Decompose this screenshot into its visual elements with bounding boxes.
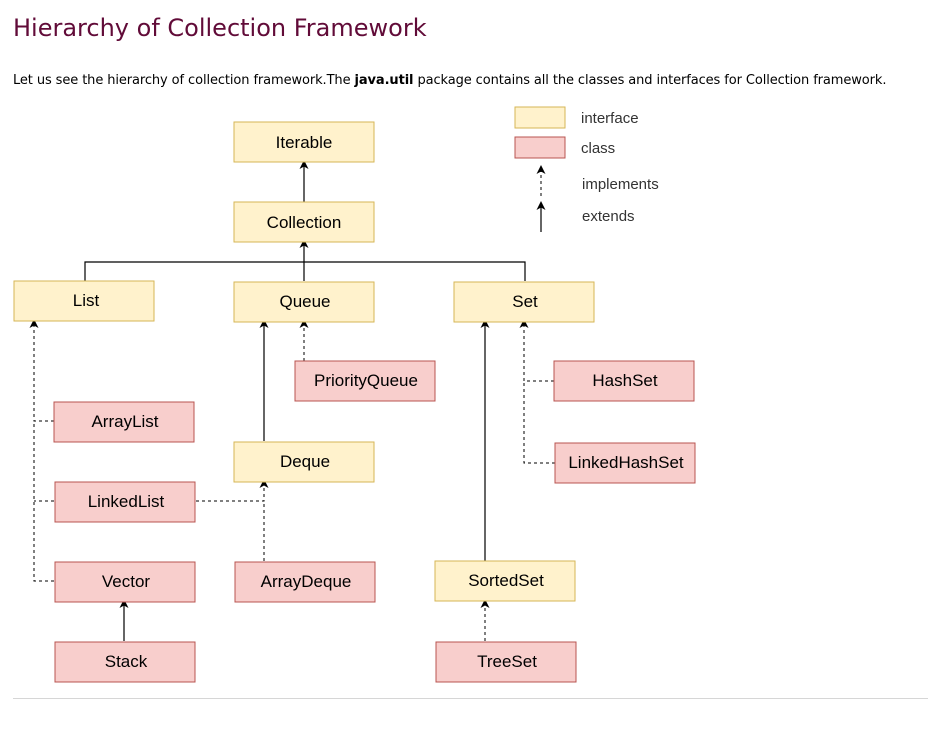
node-sortedset: SortedSet (434, 560, 576, 602)
legend-extends-label: extends (582, 208, 635, 225)
class-nodes: PriorityQueue ArrayList HashSet LinkedHa… (53, 360, 696, 683)
node-collection: Collection (233, 201, 375, 243)
node-sortedset-label: SortedSet (468, 571, 544, 590)
node-hashset: HashSet (553, 360, 695, 402)
implements-connectors (29, 165, 555, 641)
node-list: List (13, 280, 155, 322)
node-collection-label: Collection (267, 213, 342, 232)
node-treeset-label: TreeSet (477, 652, 537, 671)
node-list-label: List (73, 291, 100, 310)
node-stack: Stack (54, 641, 196, 683)
node-linkedlist-label: LinkedList (88, 492, 165, 511)
legend-class-swatch (514, 136, 566, 159)
intro-text-after: package contains all the classes and int… (413, 73, 887, 88)
node-queue-label: Queue (279, 292, 330, 311)
connectors (84, 160, 546, 641)
intro-text-before: Let us see the hierarchy of collection f… (13, 73, 355, 88)
node-hashset-label: HashSet (592, 371, 657, 390)
legend-implements-label: implements (582, 176, 659, 193)
section-divider (13, 698, 928, 699)
edge-linkedhashset-implements-set (523, 380, 555, 464)
legend-interface-label: interface (581, 110, 639, 127)
node-priorityqueue: PriorityQueue (294, 360, 436, 402)
node-linkedhashset-label: LinkedHashSet (568, 453, 684, 472)
intro-paragraph: Let us see the hierarchy of collection f… (13, 73, 886, 88)
node-priorityqueue-label: PriorityQueue (314, 371, 418, 390)
legend-class-label: class (581, 140, 615, 157)
node-set: Set (453, 281, 595, 323)
intro-package-name: java.util (354, 73, 414, 88)
edge-vector-implements-list (33, 420, 54, 582)
page-title: Hierarchy of Collection Framework (13, 14, 427, 42)
edge-list-implementations-trunk (29, 319, 54, 422)
node-arraydeque-label: ArrayDeque (261, 572, 352, 591)
node-queue: Queue (233, 281, 375, 323)
node-vector-label: Vector (102, 572, 151, 591)
node-deque: Deque (233, 441, 375, 483)
interface-nodes: Iterable Collection List Queue Set Deque… (13, 121, 595, 602)
node-deque-label: Deque (280, 452, 330, 471)
node-linkedlist: LinkedList (54, 481, 196, 523)
node-set-label: Set (512, 292, 538, 311)
edge-hashset-implements-set (519, 319, 554, 382)
node-stack-label: Stack (105, 652, 148, 671)
node-arraydeque: ArrayDeque (234, 561, 376, 603)
node-arraylist: ArrayList (53, 401, 195, 443)
node-iterable-label: Iterable (276, 133, 333, 152)
node-treeset: TreeSet (435, 641, 577, 683)
legend-interface-swatch (514, 106, 566, 129)
node-linkedhashset: LinkedHashSet (554, 442, 696, 484)
node-vector: Vector (54, 561, 196, 603)
edge-list-queue-set-extends-collection (84, 261, 526, 281)
edge-linkedlist-implements-deque (196, 479, 269, 502)
node-arraylist-label: ArrayList (91, 412, 158, 431)
legend: interface class implements extends (514, 106, 659, 225)
node-iterable: Iterable (233, 121, 375, 163)
